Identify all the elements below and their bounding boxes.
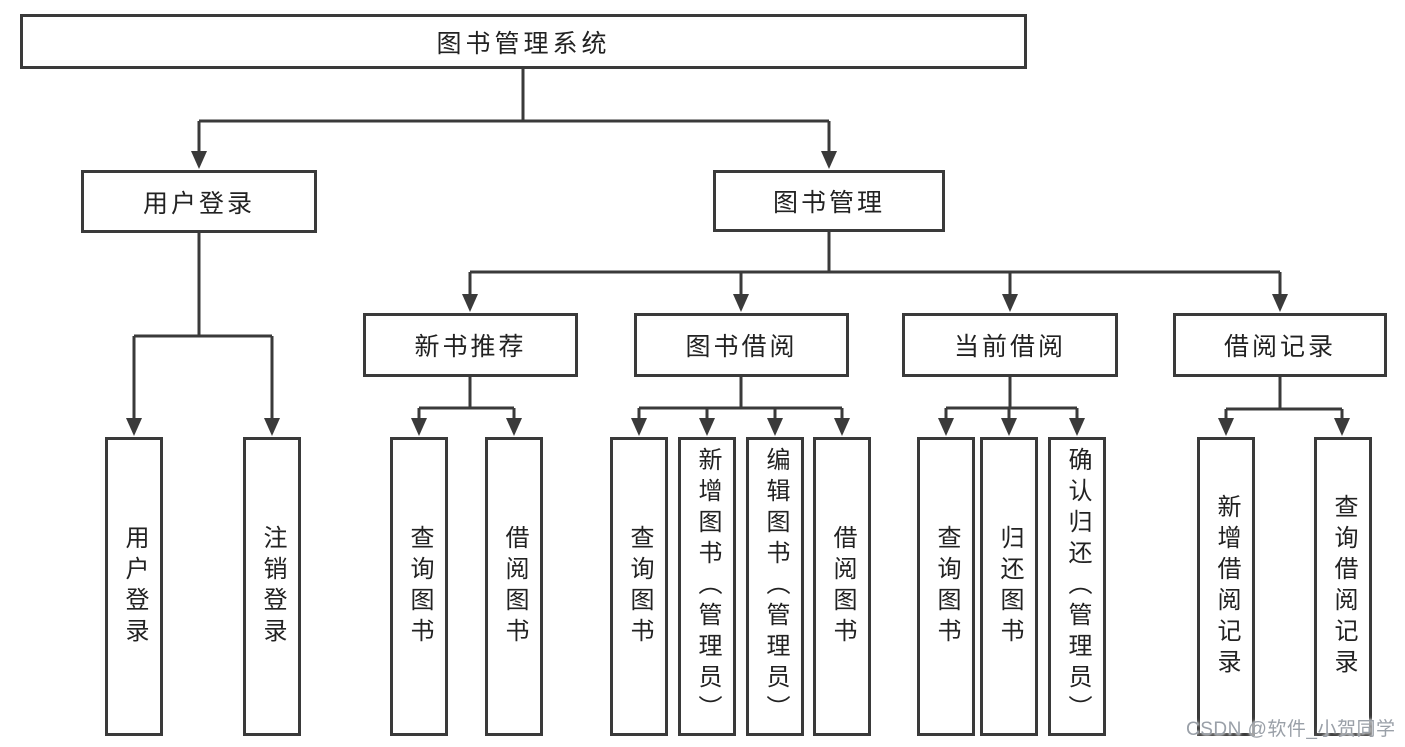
- arrowhead: [126, 418, 142, 436]
- arrowhead: [821, 151, 837, 169]
- arrowhead: [938, 418, 954, 436]
- arrowhead: [1001, 418, 1017, 436]
- node-library-system: 图书管理系统: [20, 14, 1027, 69]
- arrowhead: [1218, 418, 1234, 436]
- arrowhead: [1002, 294, 1018, 312]
- leaf-query-books-1-label: 查询图书: [406, 524, 433, 649]
- arrowhead: [1334, 418, 1350, 436]
- leaf-query-books-3-label: 查询图书: [933, 524, 960, 649]
- leaf-return-book: 归还图书: [980, 437, 1038, 736]
- leaf-query-books-2-label: 查询图书: [626, 524, 653, 649]
- leaf-query-books-1: 查询图书: [390, 437, 448, 736]
- node-user-login: 用户登录: [81, 170, 317, 233]
- leaf-borrow-books-1: 借阅图书: [485, 437, 543, 736]
- leaf-edit-book-admin: 编辑图书（管理员）: [746, 437, 804, 736]
- leaf-query-borrow-record: 查询借阅记录: [1314, 437, 1372, 736]
- arrowhead: [767, 418, 783, 436]
- csdn-watermark: CSDN @软件_小贺同学: [1186, 719, 1396, 740]
- node-book-management: 图书管理: [713, 170, 945, 232]
- node-book-borrowing: 图书借阅: [634, 313, 849, 377]
- arrowhead: [1272, 294, 1288, 312]
- leaf-query-books-2: 查询图书: [610, 437, 668, 736]
- leaf-query-books-3: 查询图书: [917, 437, 975, 736]
- arrowhead: [699, 418, 715, 436]
- arrowhead: [264, 418, 280, 436]
- node-new-book-recommend: 新书推荐: [363, 313, 578, 377]
- leaf-user-login: 用户登录: [105, 437, 163, 736]
- arrowhead: [462, 294, 478, 312]
- arrowhead: [631, 418, 647, 436]
- leaf-borrow-books-1-label: 借阅图书: [501, 524, 528, 649]
- arrowhead: [1069, 418, 1085, 436]
- node-current-borrowing: 当前借阅: [902, 313, 1118, 377]
- edge-root-spine: [199, 68, 829, 123]
- edge-user-login-spine: [134, 233, 272, 338]
- edge-current-borrow-spine: [946, 377, 1077, 410]
- leaf-query-borrow-record-label: 查询借阅记录: [1330, 493, 1357, 680]
- arrowhead: [411, 418, 427, 436]
- leaf-edit-book-admin-label: 编辑图书（管理员）: [762, 447, 789, 726]
- arrowhead: [506, 418, 522, 436]
- leaf-logout: 注销登录: [243, 437, 301, 736]
- leaf-user-login-label: 用户登录: [121, 524, 148, 649]
- arrowhead: [191, 151, 207, 169]
- leaf-confirm-return-admin: 确认归还（管理员）: [1048, 437, 1106, 736]
- leaf-add-book-admin-label: 新增图书（管理员）: [694, 447, 721, 726]
- leaf-add-borrow-record-label: 新增借阅记录: [1213, 493, 1240, 680]
- edge-book-borrow-spine: [639, 377, 842, 410]
- node-borrow-records: 借阅记录: [1173, 313, 1387, 377]
- leaf-add-borrow-record: 新增借阅记录: [1197, 437, 1255, 736]
- leaf-return-book-label: 归还图书: [996, 524, 1023, 649]
- edge-new-book-spine: [419, 377, 514, 410]
- leaf-add-book-admin: 新增图书（管理员）: [678, 437, 736, 736]
- arrowhead: [733, 294, 749, 312]
- arrowhead: [834, 418, 850, 436]
- edge-borrow-records-spine: [1226, 377, 1342, 411]
- leaf-confirm-return-admin-label: 确认归还（管理员）: [1064, 447, 1091, 726]
- leaf-borrow-books-2: 借阅图书: [813, 437, 871, 736]
- leaf-borrow-books-2-label: 借阅图书: [829, 524, 856, 649]
- leaf-logout-label: 注销登录: [259, 524, 286, 649]
- edge-book-mgmt-spine: [470, 232, 1280, 274]
